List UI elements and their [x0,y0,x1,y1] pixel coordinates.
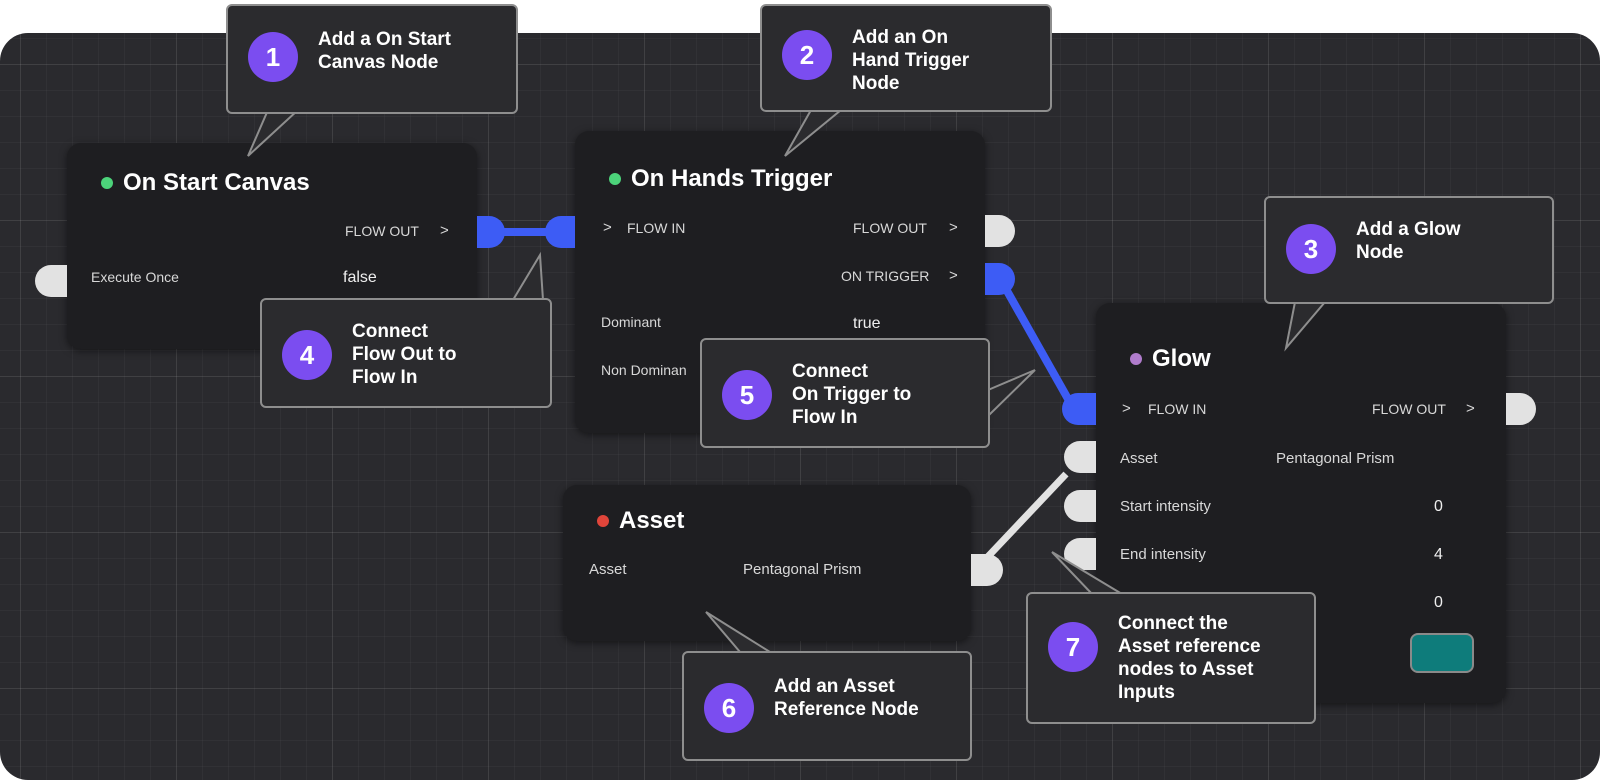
start-intensity-label: Start intensity [1120,498,1211,515]
on-trigger-label: ON TRIGGER [841,268,930,284]
step-number-badge: 6 [704,683,754,733]
node-asset[interactable]: Asset Asset Pentagonal Prism [563,485,971,641]
color-swatch[interactable] [1410,633,1474,673]
flow-out-label: FLOW OUT [345,223,419,239]
asset-value: Pentagonal Prism [1276,450,1395,467]
execute-once-value[interactable]: false [343,269,377,286]
step-number-badge: 2 [782,30,832,80]
chevron-right-icon: > [603,219,612,236]
flow-out-label: FLOW OUT [1372,401,1446,417]
step-number-badge: 5 [722,370,772,420]
extra-value[interactable]: 0 [1434,594,1443,611]
callout-1: 1 Add a On Start Canvas Node [226,4,518,114]
step-number-badge: 7 [1048,622,1098,672]
callout-text: Connect On Trigger to Flow In [792,361,912,428]
execute-once-label: Execute Once [91,269,179,285]
callout-5: 5 Connect On Trigger to Flow In [700,338,990,448]
status-dot [101,177,113,189]
step-number-badge: 1 [248,32,298,82]
node-title: On Start Canvas [123,169,310,196]
flow-out-label: FLOW OUT [853,220,927,236]
dominant-value[interactable]: true [853,315,881,332]
status-dot [609,173,621,185]
chevron-right-icon: > [949,267,958,284]
end-intensity-label: End intensity [1120,546,1206,563]
start-intensity-value[interactable]: 0 [1434,498,1443,515]
node-title: Asset [619,507,685,534]
callout-text: Add a Glow Node [1356,219,1461,263]
callout-text: Add an On Hand Trigger Node [852,27,970,94]
chevron-right-icon: > [440,222,449,239]
wire-asset-to-asset-input [977,471,1069,568]
non-dominant-label: Non Dominan [601,362,687,378]
step-number-badge: 4 [282,330,332,380]
callout-7: 7 Connect the Asset reference nodes to A… [1026,592,1316,724]
port-end-intensity[interactable] [1064,538,1096,570]
callout-text: Connect the Asset reference nodes to Ass… [1118,613,1261,703]
port-asset[interactable] [1064,441,1096,473]
end-intensity-value[interactable]: 4 [1434,546,1443,563]
flow-in-label: FLOW IN [627,220,686,236]
asset-label: Asset [589,561,627,578]
port-flow-in[interactable] [1062,393,1096,425]
callout-text: Connect Flow Out to Flow In [352,321,457,388]
port-flow-out[interactable] [985,215,1015,247]
asset-label: Asset [1120,450,1158,467]
node-title: On Hands Trigger [631,165,833,192]
callout-text: Add a On Start Canvas Node [318,29,452,73]
chevron-right-icon: > [1122,400,1131,417]
chevron-right-icon: > [949,219,958,236]
port-start-intensity[interactable] [1064,490,1096,522]
wire-on-trigger-to-flow-in [998,280,1076,408]
port-flow-out[interactable] [1506,393,1536,425]
port-on-trigger[interactable] [985,263,1015,295]
node-title: Glow [1152,345,1211,372]
step-number-badge: 3 [1286,224,1336,274]
asset-value: Pentagonal Prism [743,561,862,578]
status-dot [597,515,609,527]
port-flow-in[interactable] [545,216,575,248]
port-execute-once[interactable] [35,265,67,297]
callout-text: Add an Asset Reference Node [774,676,919,720]
port-flow-out[interactable] [477,216,505,248]
flow-in-label: FLOW IN [1148,401,1207,417]
callout-3: 3 Add a Glow Node [1264,196,1554,304]
status-dot [1130,353,1142,365]
port-asset-out[interactable] [971,554,1003,586]
callout-6: 6 Add an Asset Reference Node [682,651,972,761]
callout-4: 4 Connect Flow Out to Flow In [260,298,552,408]
dominant-label: Dominant [601,314,661,330]
callout-2: 2 Add an On Hand Trigger Node [760,4,1052,112]
chevron-right-icon: > [1466,400,1475,417]
